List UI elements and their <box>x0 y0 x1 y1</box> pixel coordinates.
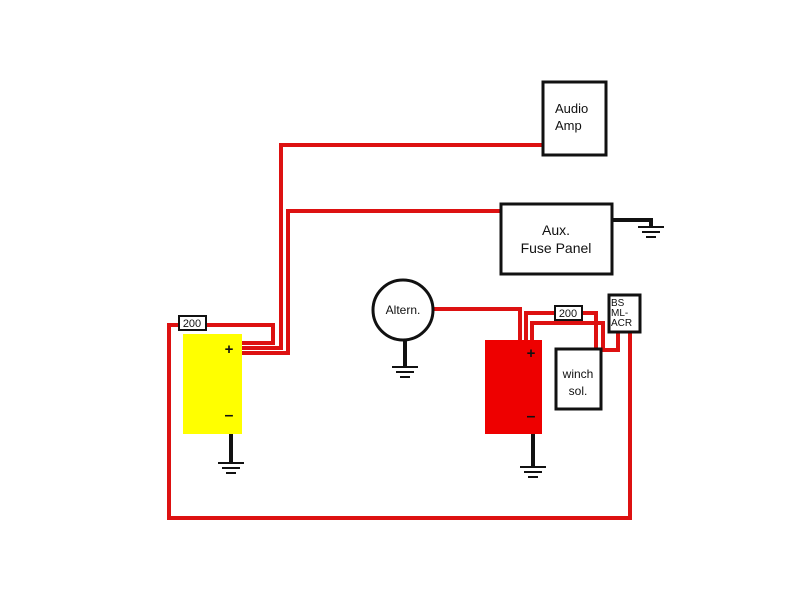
ground-icon <box>218 462 244 474</box>
start-battery-body <box>485 340 542 434</box>
start-battery-negative: – <box>527 408 536 425</box>
winch-solenoid-label-line1: winch <box>562 367 594 381</box>
house-battery: + – <box>183 334 242 434</box>
house-battery-body <box>183 334 242 434</box>
fuse-panel-ground-wire <box>612 218 653 227</box>
acr-relay: BS ML- ACR <box>607 293 642 334</box>
ground-icon <box>638 226 664 238</box>
alternator-label: Altern. <box>386 303 421 317</box>
ground-icon <box>520 466 546 478</box>
acr-label-line1: BS <box>611 298 625 309</box>
winch-solenoid-label-line2: sol. <box>569 384 588 398</box>
fuse-left-label: 200 <box>183 318 201 330</box>
start-battery: + – <box>485 340 542 434</box>
fuse-200-left: 200 <box>178 315 207 331</box>
wire-alternator-to-start-battery <box>429 307 522 347</box>
audio-amp-label-line1: Audio <box>555 101 588 116</box>
fuse-panel-label-line2: Fuse Panel <box>521 240 592 256</box>
audio-amp-label-line2: Amp <box>555 118 582 133</box>
wire-house-to-fuse-panel <box>240 209 503 355</box>
acr-label-line3: ACR <box>611 318 632 329</box>
wire-acr-to-house-battery <box>167 323 632 520</box>
fuse-200-right: 200 <box>554 305 583 321</box>
house-battery-positive: + <box>225 341 234 358</box>
acr-label-line2: ML- <box>611 308 628 319</box>
fuse-right-label: 200 <box>559 308 577 320</box>
wire-start-battery-to-acr <box>530 321 620 352</box>
audio-amp: Audio Amp <box>541 80 608 157</box>
winch-solenoid: winch sol. <box>554 347 603 411</box>
house-battery-negative: – <box>225 407 234 424</box>
ground-icon <box>392 366 418 378</box>
fuse-panel-label-line1: Aux. <box>542 222 570 238</box>
wire-house-to-audio-amp <box>240 143 545 350</box>
aux-fuse-panel: Aux. Fuse Panel <box>499 202 614 276</box>
start-battery-positive: + <box>527 345 536 362</box>
alternator: Altern. <box>371 278 435 342</box>
